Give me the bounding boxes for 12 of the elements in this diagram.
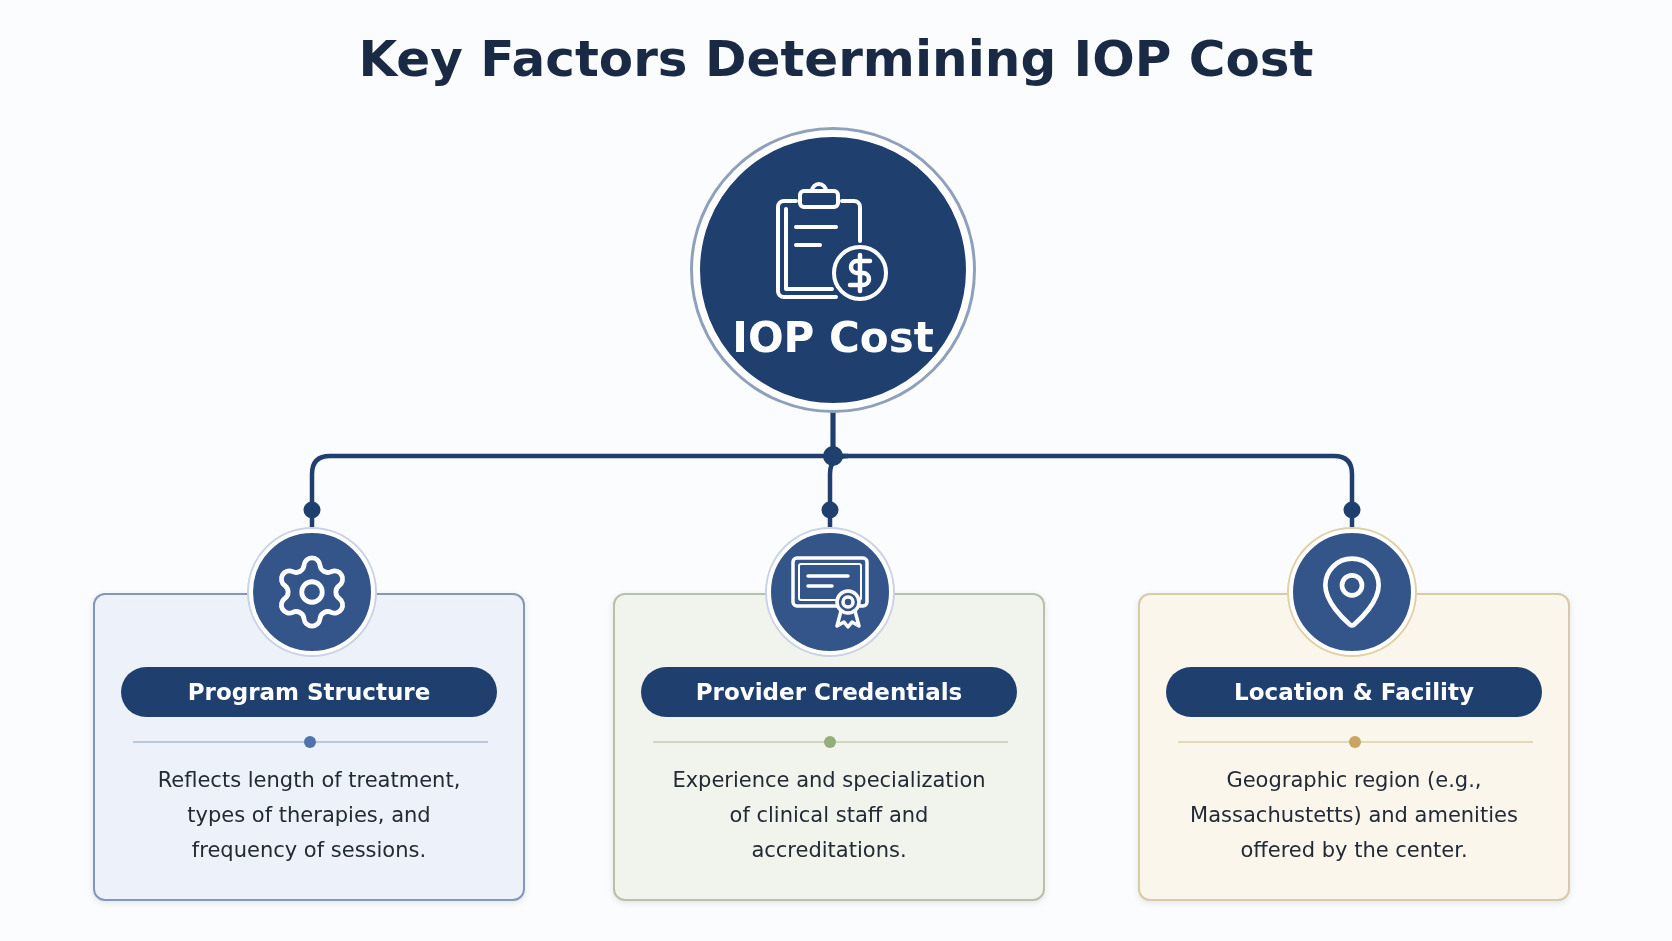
- description-text: Geographic region (e.g., Massachustetts) and amenities offered by the center.: [1189, 767, 1519, 864]
- factor-card: [1138, 593, 1570, 901]
- heading-pill: Provider Credentials: [641, 667, 1017, 717]
- hub-label: IOP Cost: [732, 312, 934, 362]
- heading-pill: Location & Facility: [1166, 667, 1542, 717]
- title: Key Factors Determining IOP Cost: [358, 30, 1314, 88]
- description-text: Reflects length of treatment, types of therapies, and frequency of sessions.: [156, 767, 462, 864]
- factor-card: [613, 593, 1045, 901]
- factor-card: [93, 593, 525, 901]
- heading-pill: Program Structure: [121, 667, 497, 717]
- connector-line: [830, 410, 1361, 527]
- description-text: Experience and specialization of clinical staff and accreditations.: [671, 767, 987, 864]
